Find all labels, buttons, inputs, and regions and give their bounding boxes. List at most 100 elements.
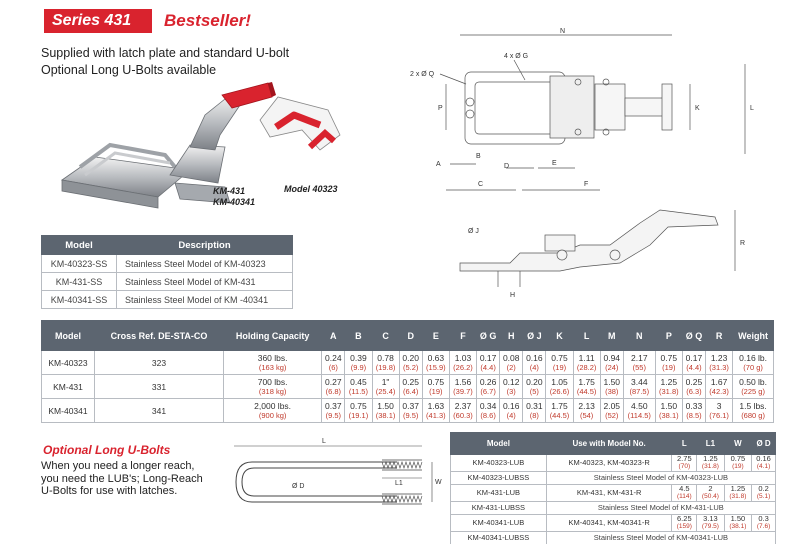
cell-value: 2.05(52) [599,398,624,423]
metric-value: (680 g) [741,410,765,420]
label-l: L [750,105,754,112]
cell-value: 1.75(44.5) [545,398,574,423]
metric-value: (24) [605,362,619,372]
imperial-value: 6.25 [677,514,692,523]
ubolt-col-header: Model [450,432,547,455]
intro-line-2: Optional Long U-Bolts available [41,63,217,77]
ubolt-drawing: L Ø D L1 W [234,438,442,505]
metric-value: (6) [328,362,338,372]
imperial-value: 1.75 [578,376,595,387]
imperial-value: 1.03 [454,352,472,363]
metric-value: (318 kg) [258,386,287,396]
imperial-value: 0.3 [758,514,769,523]
metric-value: (41.3) [426,410,446,420]
spec-col-header: P [654,320,683,351]
cell-model: KM-431 [40,374,96,399]
metric-value: (7.6) [756,523,771,530]
spec-col-header: Weight [732,320,774,351]
ubolt-col-header: L [671,432,698,455]
metric-value: (44.5) [549,410,570,420]
imperial-value: 1.25 [660,376,678,387]
metric-value: (31.8) [701,463,719,470]
cell-value: 0.16(4.1) [751,454,776,472]
imperial-value: 0.08 [502,352,520,363]
cell-value: 0.27(6.8) [321,374,346,399]
ubolt-label-l1: L1 [395,480,403,487]
metric-value: (50.4) [701,493,719,500]
cell-value: 0.75(19) [421,374,450,399]
cell-value: 0.17(4.4) [476,350,501,375]
imperial-value: 0.75 [350,400,367,411]
imperial-value: 0.20 [402,352,419,363]
cell-description: Stainless Steel Model of KM-40323-LUB [545,471,777,485]
cell-value: 0.33(8.5) [681,398,707,423]
cell-value: 0.34(8.6) [476,398,501,423]
cell-value: 700 lbs.(318 kg) [222,374,323,399]
spec-col-header: Ø J [522,320,547,351]
metric-value: (42.3) [709,386,729,396]
label-c: C [478,181,483,188]
spec-col-header: D [398,320,423,351]
cell-value: 1.75(44.5) [572,374,601,399]
metric-value: (15.9) [426,362,446,372]
label-q: 2 x Ø Q [410,71,435,78]
imperial-value: 0.94 [603,352,621,363]
metric-value: (76.1) [709,410,729,420]
cell-use-with: KM-40341, KM-40341-R [545,514,673,532]
metric-value: (4.1) [756,463,771,470]
ubolt-col-header: L1 [696,432,725,455]
imperial-value: 0.50 lb. [739,376,768,387]
imperial-value: 2.17 [631,352,648,363]
metric-value: (70) [678,463,691,470]
cell-value: 1.23(31.3) [705,350,734,375]
cell-value: 1.11(28.2) [572,350,601,375]
label-g: 4 x Ø G [504,53,528,60]
cell-value: 0.16 lb.(70 g) [732,350,774,375]
metric-value: (19.8) [375,362,396,372]
side-view-drawing: Ø J R H [459,209,745,299]
metric-value: (900 kg) [258,410,287,420]
cell-value: 0.25(6.4) [398,374,423,399]
spec-col-header: E [421,320,450,351]
label-r: R [740,240,745,247]
imperial-value: 0.26 [479,376,497,387]
ubolt-label-l: L [322,438,326,445]
cell-value: 1.50(38.1) [371,398,400,423]
imperial-value: 1.50 [730,514,746,523]
metric-value: (163 kg) [258,362,287,372]
cell-value: 0.37(9.5) [321,398,346,423]
metric-value: (8.6) [480,410,496,420]
imperial-value: 0.63 [427,352,445,363]
model-description-table: Model Description KM-40323-SS Stainless … [41,235,293,309]
cell-value: 0.75(19) [545,350,574,375]
metric-value: (28.2) [576,362,597,372]
cell-value: 0.31(8) [522,398,547,423]
metric-value: (8.5) [686,410,702,420]
metric-value: (26.2) [453,362,473,372]
cell-value: 4.5(114) [671,484,698,502]
cell-model: KM-40341-SS [41,290,117,309]
imperial-value: 0.24 [325,352,342,363]
label-n: N [560,28,565,35]
metric-value: (4) [529,362,539,372]
cell-value: 0.39(9.9) [344,350,373,375]
metric-value: (5.2) [402,362,419,372]
imperial-value: 0.31 [526,400,543,411]
metric-value: (4.4) [480,362,496,372]
imperial-value: 0.75 [660,352,678,363]
imperial-value: 0.25 [685,376,703,387]
cell-model: KM-40341-LUBSS [450,531,547,544]
cell-value: 1.25(31.8) [654,374,683,399]
cell-description: Stainless Steel Model of KM-40323 [116,254,293,273]
spec-col-header: Cross Ref. DE-STA-CO [94,320,224,351]
spec-col-header: Model [40,320,96,351]
ubolt-label-w: W [435,479,442,486]
metric-value: (6.7) [480,386,496,396]
spec-col-header: Holding Capacity [222,320,323,351]
cell-value: 0.16(4) [522,350,547,375]
imperial-value: 4.50 [631,400,648,411]
